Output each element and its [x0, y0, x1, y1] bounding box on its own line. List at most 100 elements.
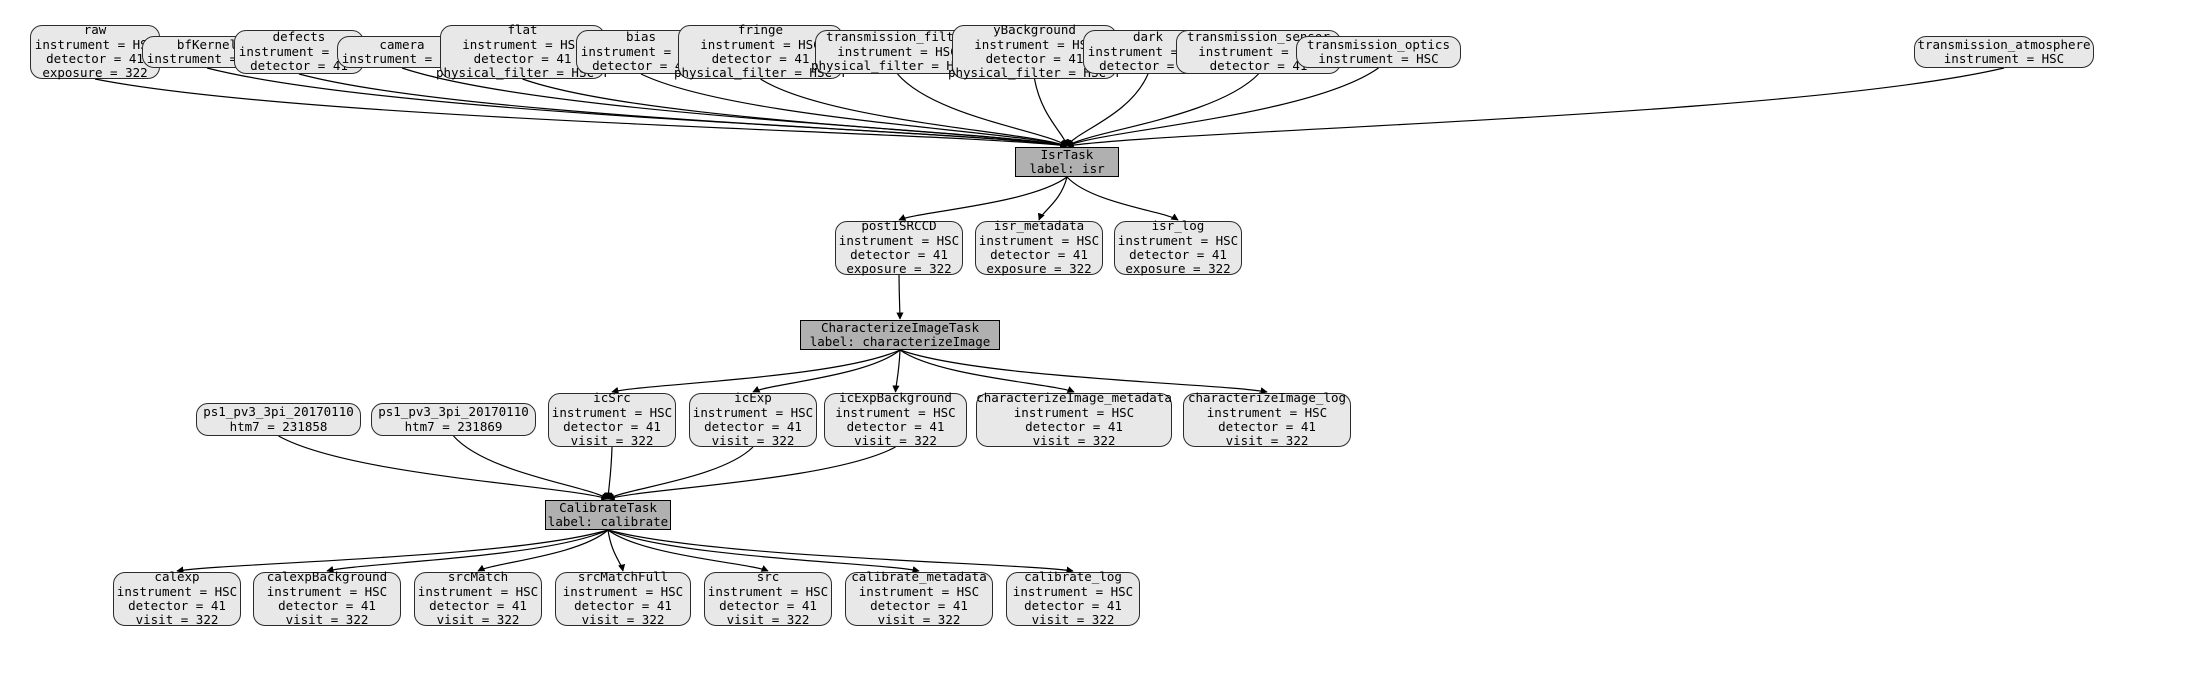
- node-dimension: instrument = HSC: [238, 43, 360, 59]
- edge-icExpBackground-to-CalibrateTask: [607, 446, 896, 501]
- node-dimension: visit = 322: [570, 433, 654, 449]
- node-title: icExp: [734, 390, 772, 406]
- node-dimension: detector = 41: [1209, 58, 1308, 74]
- node-dimension: instrument = HSC: [562, 583, 684, 599]
- node-dimension: detector = 41: [429, 598, 527, 613]
- node-dimension: visit = 322: [285, 612, 369, 628]
- node-title: calexpBackground: [266, 569, 388, 585]
- node-dimension: detector = 41: [574, 598, 672, 613]
- node-title: CharacterizeImageTask: [820, 319, 980, 335]
- node-dimension: detector = 41: [128, 598, 226, 613]
- node-title: defects: [272, 29, 326, 45]
- node-title: ps1_pv3_3pi_20170110: [378, 404, 529, 420]
- node-title: transmission_optics: [1307, 36, 1450, 52]
- node-dimension: instrument = HSC: [1012, 583, 1134, 599]
- edge-IsrTask-to-isr_metadata: [1037, 176, 1068, 221]
- edge-CharacterizeImageTask-to-characterizeImage_log: [899, 349, 1268, 395]
- node-dimension: visit = 322: [1225, 433, 1309, 449]
- node-dimension: instrument = HSC: [707, 583, 829, 599]
- node-title: calexp: [154, 569, 200, 585]
- node-dimension: instrument = HSC: [1198, 43, 1319, 59]
- node-dimension: exposure = 322: [986, 261, 1092, 277]
- node-title: characterizeImage_metadata: [976, 390, 1172, 406]
- node-dimension: instrument = HSC: [837, 43, 958, 59]
- node-dimension: detector = 41: [704, 419, 802, 434]
- node-title: transmission_filter: [826, 29, 969, 45]
- node-title: bfKernel: [176, 36, 238, 52]
- node-dimension: detector = 41: [850, 247, 948, 262]
- node-dimension: visit = 322: [726, 612, 810, 628]
- node-dimension: detector = 41: [563, 419, 661, 434]
- node-dimension: visit = 322: [1032, 433, 1116, 449]
- edge-flat-to-IsrTask: [522, 78, 1068, 149]
- node-dimension: exposure = 322: [1125, 261, 1231, 277]
- node-dimension: label: isr: [1029, 161, 1105, 176]
- node-dimension: physical_filter = HSC-Y: [947, 65, 1122, 81]
- node-dimension: label: characterizeImage: [809, 334, 991, 349]
- node-dimension: instrument = HSC: [417, 583, 539, 599]
- node-dimension: instrument = HSC: [1013, 404, 1135, 420]
- node-dimension: detector = 41: [985, 51, 1084, 66]
- node-dimension: instrument = HSC: [1943, 51, 2065, 66]
- node-title: transmission_sensor: [1187, 29, 1330, 45]
- node-dimension: detector = 41: [473, 51, 572, 66]
- node-dimension: detector = 41: [846, 419, 945, 434]
- node-dimension: visit = 322: [711, 433, 795, 449]
- node-dimension: instrument = HSC: [1318, 51, 1439, 66]
- node-title: CalibrateTask: [559, 499, 657, 515]
- edge-raw-to-IsrTask: [94, 78, 1068, 149]
- node-title: src: [756, 569, 780, 585]
- node-dimension: visit = 322: [436, 612, 520, 628]
- edge-transmission_sensor-to-IsrTask: [1066, 73, 1259, 147]
- node-dimension: detector = 41: [1025, 419, 1123, 434]
- node-title: srcMatch: [447, 569, 509, 585]
- node-title: srcMatchFull: [577, 569, 669, 585]
- edge-CalibrateTask-to-calexp: [176, 529, 609, 574]
- node-dimension: detector = 41: [711, 51, 810, 66]
- node-dimension: instrument = HSC: [838, 232, 960, 248]
- node-dimension: exposure = 322: [846, 261, 952, 277]
- node-dimension: instrument = HSC: [974, 36, 1095, 52]
- node-dimension: detector = 41: [1218, 419, 1316, 434]
- edge-icSrc-to-CalibrateTask: [604, 446, 613, 500]
- node-title: icSrc: [593, 390, 631, 406]
- node-dimension: instrument = HSC: [700, 36, 821, 52]
- node-dimension: detector = 41: [1024, 598, 1122, 613]
- node-title: postISRCCD: [861, 218, 937, 234]
- node-dimension: instrument = HSC: [580, 43, 702, 59]
- node-dimension: visit = 322: [581, 612, 665, 628]
- node-title: calibrate_metadata: [851, 569, 987, 585]
- node-dimension: instrument = HSC: [551, 404, 673, 420]
- node-dimension: visit = 322: [135, 612, 219, 628]
- node-dimension: instrument = HSC: [978, 232, 1100, 248]
- node-title: yBackground: [993, 22, 1076, 38]
- node-title: camera: [379, 36, 425, 52]
- node-dimension: exposure = 322: [42, 65, 148, 81]
